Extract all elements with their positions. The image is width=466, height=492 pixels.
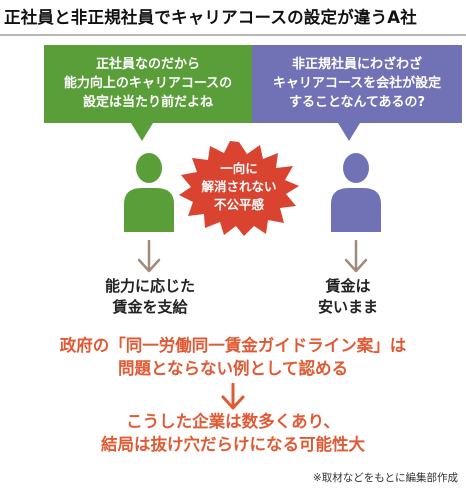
government-guideline-statement: 政府の「同一労働同一賃金ガイドライン案」は 問題とならない例として認める (20, 334, 446, 380)
burst-line: 不公平感 (213, 197, 264, 212)
conclusion-line: 結局は抜け穴だらけになる可能性大 (101, 435, 365, 454)
bubble-line: 非正規社員にわざわざ (291, 57, 422, 72)
outcome-line: 賃金を支給 (112, 298, 188, 316)
down-arrow-icon (344, 240, 368, 273)
outcome-line: 賃金は (325, 277, 371, 295)
regular-employee-speech-bubble: 正社員なのだから 能力向上のキャリアコースの 設定は当たり前だよね (44, 45, 252, 123)
source-note: ※取材などをもとに編集部作成 (312, 472, 458, 484)
bubble-line: 正社員なのだから (95, 57, 200, 72)
regular-employee-outcome: 能力に応じた 賃金を支給 (78, 276, 222, 318)
outcome-line: 能力に応じた (104, 277, 195, 295)
nonregular-employee-person-icon (331, 153, 381, 232)
speech-bubble-tail-right (338, 123, 360, 141)
unfairness-burst-text: 一向に 解消されない 不公平感 (178, 160, 300, 214)
bubble-line: 能力向上のキャリアコースの (63, 76, 233, 91)
statement-line: 問題とならない例として認める (117, 359, 348, 378)
outcome-line: 安いまま (317, 298, 378, 316)
nonregular-employee-outcome: 賃金は 安いまま (288, 276, 408, 318)
down-arrow-icon (221, 383, 245, 410)
burst-line: 一向に (220, 161, 258, 176)
conclusion-statement: こうした企業は数多くあり、 結局は抜け穴だらけになる可能性大 (20, 410, 446, 456)
nonregular-employee-speech-bubble: 非正規社員にわざわざ キャリアコースを会社が設定 することなんてあるの? (252, 45, 462, 123)
bubble-line: することなんてあるの? (288, 95, 426, 110)
statement-line: 政府の「同一労働同一賃金ガイドライン案」は (59, 336, 407, 355)
burst-line: 解消されない (201, 179, 277, 194)
conclusion-line: こうした企業は数多くあり、 (126, 412, 340, 431)
title-underline (0, 34, 466, 36)
bubble-line: 設定は当たり前だよね (82, 95, 213, 110)
starburst-icon (179, 141, 299, 236)
speech-bubble-tail-left (131, 123, 153, 141)
bubble-line: キャリアコースを会社が設定 (272, 76, 442, 91)
regular-employee-person-icon (124, 153, 174, 232)
page-title: 正社員と非正規社員でキャリアコースの設定が違うA社 (4, 8, 417, 27)
down-arrow-icon (137, 240, 161, 273)
